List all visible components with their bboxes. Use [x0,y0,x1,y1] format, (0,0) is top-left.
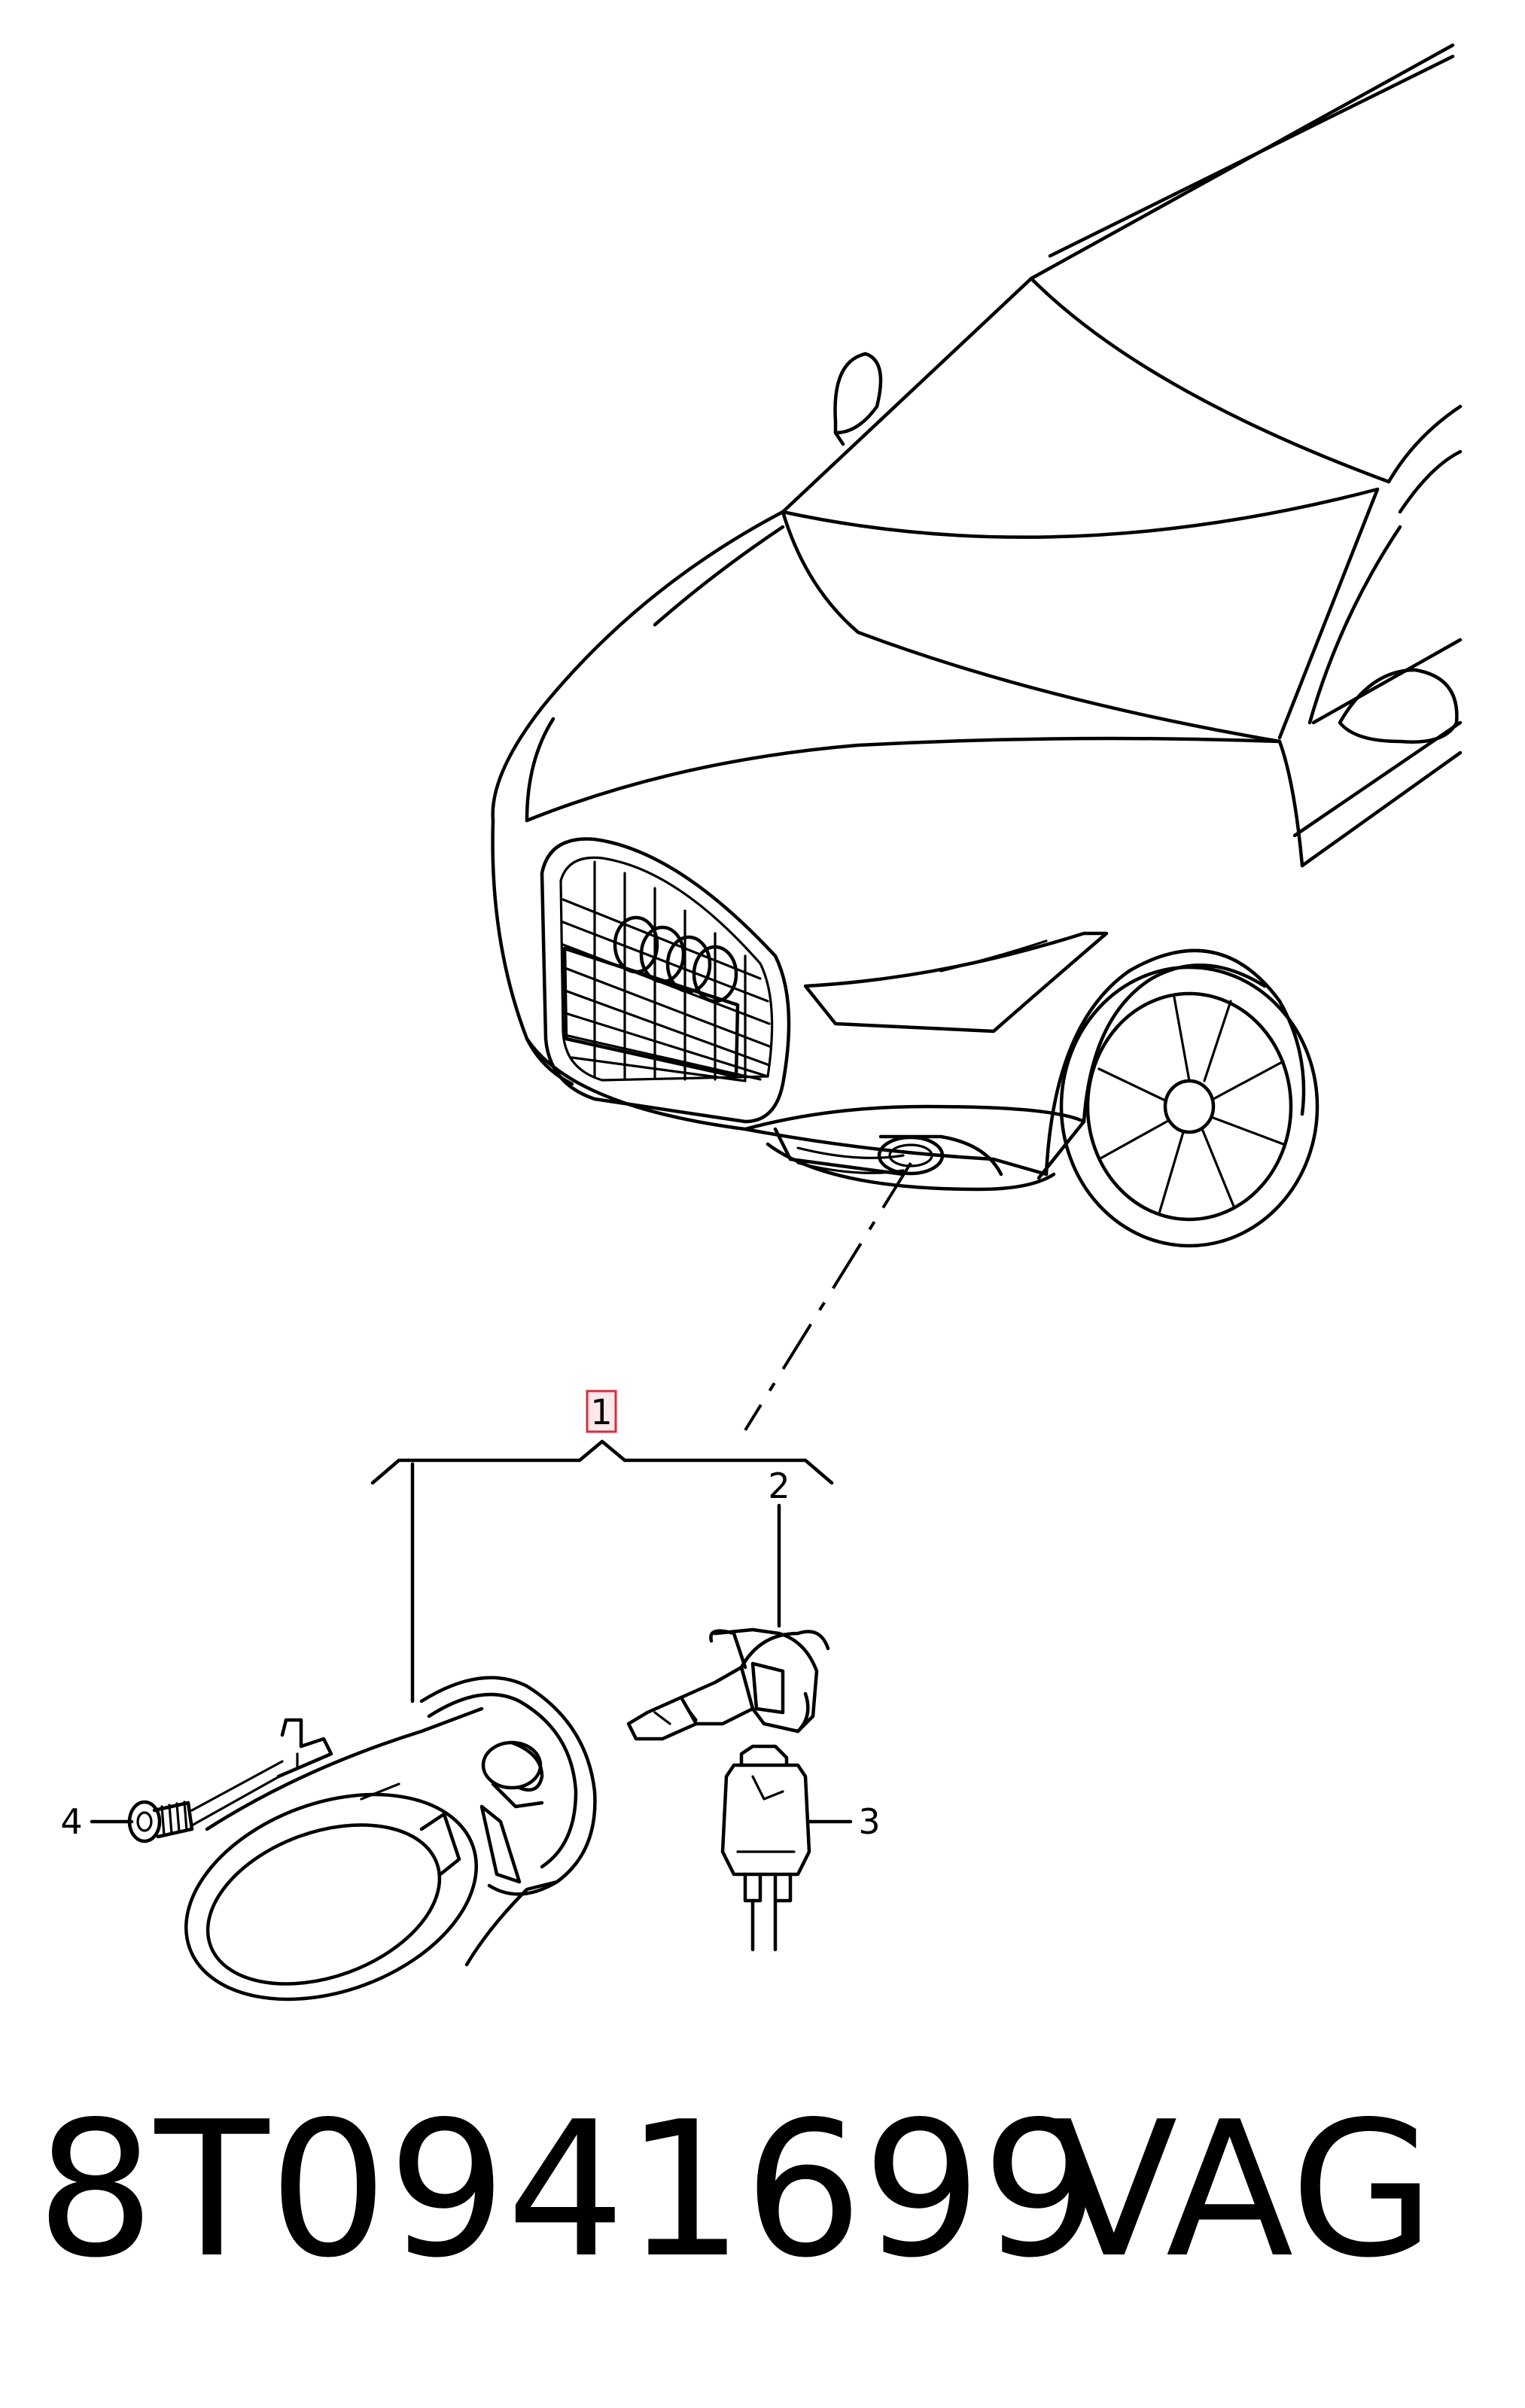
leader-dashed-line [744,1161,912,1432]
brand-label: VAG [1050,2082,1435,2299]
connector-illustration [720,1744,811,1952]
callout-2[interactable]: 2 [768,1466,790,1506]
callout-4[interactable]: 4 [60,1801,82,1842]
assembly-bracket [370,1439,834,1485]
bulb-illustration [626,1627,830,1741]
callout-3-label: 3 [858,1801,880,1842]
callout-1-label: 1 [590,1392,612,1432]
footer: 8T0941699 VAG [0,2078,1525,2303]
part-number: 8T0941699 [36,2082,1100,2299]
callout-3[interactable]: 3 [858,1801,880,1842]
callout-1-highlight-box [586,1390,617,1433]
callout-1[interactable]: 1 [586,1390,617,1433]
callout-4-label: 4 [60,1801,82,1842]
fog-lamp-illustration [184,1676,597,2002]
car-illustration [491,43,1463,1248]
screw-illustration [127,1760,288,1843]
callout-2-label: 2 [768,1466,790,1506]
